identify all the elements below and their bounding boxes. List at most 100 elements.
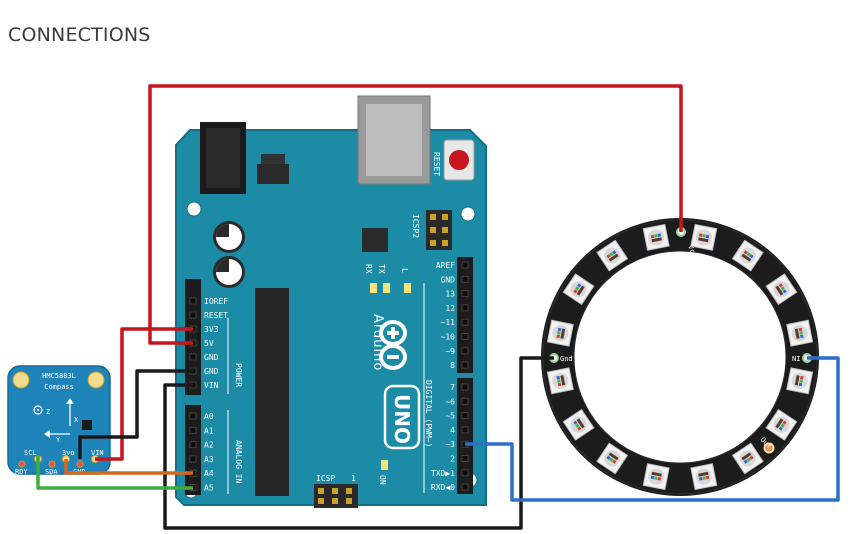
- pin-label: A5: [204, 484, 214, 493]
- ws2812-led: [562, 408, 595, 441]
- wires: [36, 84, 840, 530]
- header-pin[interactable]: [461, 361, 469, 369]
- header-pin[interactable]: [189, 311, 197, 319]
- header-pin[interactable]: [461, 304, 469, 312]
- pin-label: GND: [204, 367, 219, 376]
- header-pin[interactable]: [189, 426, 197, 434]
- pin-label: RXD◀0: [431, 483, 455, 492]
- pin-label: ~11: [441, 318, 456, 327]
- analog-header: [185, 405, 201, 495]
- usb-port: [357, 95, 431, 185]
- header-pin[interactable]: [461, 426, 469, 434]
- header-pin[interactable]: [461, 383, 469, 391]
- compass-pin-label: RDY: [15, 468, 28, 476]
- header-pin[interactable]: [461, 455, 469, 462]
- digital-header-bottom: [457, 378, 473, 494]
- z-axis-icon: [33, 405, 43, 415]
- header-pin[interactable]: [189, 455, 197, 463]
- ws2812-led: [546, 367, 574, 395]
- wire-ring-gnd-to-board-gnd: [163, 356, 554, 530]
- power-header-label: POWER: [234, 363, 243, 387]
- pin-label: TXD▶1: [431, 469, 455, 478]
- header-pin[interactable]: [461, 483, 469, 491]
- pin-label: A0: [204, 412, 214, 421]
- header-pin[interactable]: [189, 353, 197, 361]
- compass-pin[interactable]: [48, 460, 56, 468]
- regulator-tab: [261, 154, 285, 164]
- ws2812-led: [596, 239, 629, 272]
- pin-label: ~5: [445, 412, 455, 421]
- pin-label: A1: [204, 426, 214, 435]
- pin-label: VIN: [204, 381, 219, 390]
- wire-compass-sda-to-a4: [64, 459, 193, 475]
- pin-label: 7: [450, 383, 455, 392]
- axis-z-label: Z: [46, 408, 50, 416]
- ring-vcc-label: Vcc: [686, 244, 698, 259]
- compass-pin-label: SDA: [45, 468, 58, 476]
- wire-5v-to-ring-vcc: [148, 84, 683, 345]
- neopixel-ring: Vcc Gnd NI Out: [541, 218, 819, 496]
- icsp-header: [314, 484, 358, 508]
- compass-pin[interactable]: [18, 460, 26, 468]
- pin-label: IOREF: [204, 297, 228, 306]
- compass-title-line2: Compass: [44, 383, 74, 391]
- header-pin[interactable]: [461, 397, 469, 405]
- ring-out-pad: [763, 442, 775, 454]
- header-pin[interactable]: [461, 261, 469, 269]
- tx-led: [383, 283, 390, 293]
- pin-label: ~3: [445, 440, 455, 449]
- ws2812-led: [765, 408, 798, 441]
- capacitor: [213, 221, 245, 253]
- header-pin[interactable]: [189, 441, 197, 449]
- header-pin[interactable]: [461, 275, 469, 283]
- ws2812-led: [765, 273, 798, 306]
- l-led: [404, 283, 411, 293]
- on-label: ON: [378, 475, 387, 485]
- rx-label: RX: [364, 264, 373, 274]
- pin-label: RESET: [204, 311, 228, 320]
- pin-label: 12: [445, 304, 455, 313]
- ring-gnd-label: Gnd: [560, 355, 573, 363]
- pin-label: 3V3: [204, 325, 219, 334]
- header-pin[interactable]: [461, 318, 469, 326]
- ws2812-led: [690, 463, 718, 491]
- uno-badge: UNO: [383, 384, 421, 450]
- rx-led: [370, 283, 377, 293]
- compass-pin-label: 3vo: [62, 449, 75, 457]
- compass-pin[interactable]: [76, 460, 84, 468]
- ws2812-led: [562, 273, 595, 306]
- page-title: CONNECTIONS: [8, 24, 151, 46]
- uno-label: UNO: [390, 394, 414, 444]
- axis-y-label: Y: [56, 436, 61, 444]
- digital-header-top: [457, 257, 473, 373]
- pin-label: 8: [450, 361, 455, 370]
- reset-button[interactable]: [443, 139, 475, 181]
- icsp-label: ICSP: [316, 474, 335, 483]
- ws2812-led: [731, 442, 764, 475]
- pin-label: 13: [445, 290, 455, 299]
- ws2812-led: [596, 442, 629, 475]
- header-pin[interactable]: [461, 412, 469, 420]
- l-label: L: [400, 268, 409, 273]
- ws2812-led: [546, 319, 574, 347]
- header-pin[interactable]: [461, 333, 469, 340]
- arduino-uno-board: RESET ICSP2 RX TX L Arduino: [175, 95, 487, 508]
- ws2812-led: [690, 223, 718, 251]
- atmega328-chip: [255, 288, 289, 496]
- reset-label: RESET: [432, 152, 441, 176]
- header-pin[interactable]: [461, 347, 469, 355]
- pin-label: A2: [204, 441, 214, 450]
- wire-3v3-to-compass-vin: [95, 327, 193, 461]
- arduino-logo: [379, 320, 407, 370]
- power-header: [185, 279, 201, 395]
- tx-label: TX: [377, 264, 386, 274]
- pin-label: AREF: [436, 261, 455, 270]
- ws2812-led: [731, 239, 764, 272]
- icsp2-label: ICSP2: [411, 214, 420, 238]
- header-pin[interactable]: [189, 412, 197, 420]
- dc-power-jack: [200, 122, 246, 194]
- header-pin[interactable]: [461, 469, 469, 477]
- header-pin[interactable]: [189, 297, 197, 305]
- header-pin[interactable]: [461, 290, 469, 298]
